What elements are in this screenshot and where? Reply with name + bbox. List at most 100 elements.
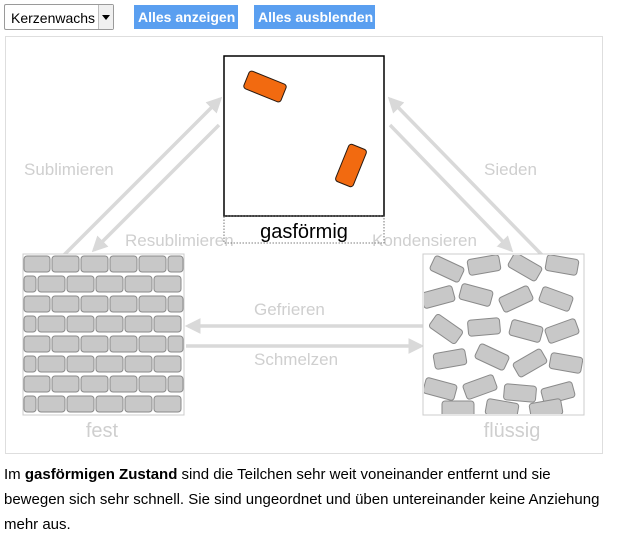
liquid-particle	[498, 285, 534, 313]
gas-particle	[243, 70, 287, 103]
sublimieren-label: Sublimieren	[24, 160, 114, 179]
solid-particle	[37, 355, 66, 373]
phase-diagram-svg: Sublimieren Resublimieren Sieden Kondens…	[22, 55, 585, 442]
liquid-particle	[462, 374, 498, 400]
liquid-particle	[467, 317, 501, 337]
liquid-state[interactable]: flüssig	[420, 252, 585, 442]
sieden-arrow[interactable]	[387, 96, 544, 257]
liquid-particle	[424, 377, 458, 401]
solid-particle	[95, 395, 124, 413]
gefrieren-label: Gefrieren	[254, 300, 325, 319]
solid-particle	[37, 395, 66, 413]
liquid-particle	[432, 348, 468, 370]
transition-arrows	[62, 96, 544, 354]
resublimieren-label: Resublimieren	[125, 231, 234, 250]
solid-particle	[124, 275, 153, 293]
hide-all-button[interactable]: Alles ausblenden	[254, 5, 375, 29]
solid-particle	[23, 355, 37, 373]
kondensieren-arrow[interactable]	[388, 123, 514, 253]
sieden-label: Sieden	[484, 160, 537, 179]
solid-particle	[80, 335, 109, 353]
solid-particle	[109, 375, 138, 393]
schmelzen-label: Schmelzen	[254, 350, 338, 369]
liquid-particle	[458, 283, 494, 307]
toolbar: Kerzenwachs Alles anzeigen Alles ausblen…	[4, 4, 604, 30]
solid-particle	[37, 275, 66, 293]
liquid-particle	[466, 255, 502, 276]
description-text: Im gasförmigen Zustand sind die Teilchen…	[4, 462, 604, 537]
solid-particle	[153, 395, 182, 413]
solid-particles	[23, 255, 184, 413]
substance-select-value: Kerzenwachs	[11, 10, 96, 26]
liquid-particle	[548, 352, 583, 374]
solid-particle	[23, 395, 37, 413]
resublimieren-arrow[interactable]	[91, 123, 221, 253]
solid-particle	[51, 375, 80, 393]
liquid-particle	[474, 343, 510, 371]
liquid-particle	[484, 398, 520, 414]
liquid-particle	[508, 319, 544, 343]
gas-state-label: gasförmig	[260, 221, 348, 243]
solid-particle	[153, 275, 182, 293]
description-bold: gasförmigen Zustand	[24, 466, 178, 483]
solid-state[interactable]: fest	[22, 253, 185, 442]
show-all-button[interactable]: Alles anzeigen	[134, 5, 238, 29]
description-prefix: Im	[4, 466, 25, 483]
sublimieren-arrow[interactable]	[62, 96, 223, 257]
solid-particle	[109, 255, 138, 273]
solid-particle	[66, 355, 95, 373]
solid-particle	[167, 255, 184, 273]
solid-particle	[66, 395, 95, 413]
solid-particle	[23, 315, 37, 333]
liquid-particle	[538, 286, 574, 312]
solid-particle	[66, 315, 95, 333]
solid-particle	[124, 315, 153, 333]
solid-particle	[51, 255, 80, 273]
solid-particle	[138, 255, 167, 273]
liquid-particle	[429, 255, 465, 283]
liquid-particle	[441, 400, 475, 414]
solid-particle	[138, 295, 167, 313]
solid-particle	[95, 315, 124, 333]
solid-particle	[95, 275, 124, 293]
solid-particle	[153, 315, 182, 333]
solid-particle	[66, 275, 95, 293]
solid-particle	[109, 295, 138, 313]
solid-particle	[23, 375, 51, 393]
gas-state[interactable]: gasförmig	[223, 55, 385, 244]
solid-particle	[23, 255, 51, 273]
liquid-particle	[424, 285, 456, 309]
liquid-particle	[528, 398, 564, 414]
phase-diagram: Sublimieren Resublimieren Sieden Kondens…	[5, 36, 603, 454]
solid-particle	[167, 335, 184, 353]
solid-particle	[138, 335, 167, 353]
solid-state-label: fest	[86, 420, 119, 442]
liquid-particle	[428, 313, 464, 345]
solid-particle	[51, 335, 80, 353]
solid-particle	[124, 395, 153, 413]
description-suffix: sind die Teilchen sehr weit voneinander …	[4, 466, 600, 533]
solid-particle	[80, 295, 109, 313]
solid-particle	[167, 375, 184, 393]
solid-particle	[124, 355, 153, 373]
solid-particle	[51, 295, 80, 313]
gas-state-label-frame	[223, 215, 385, 244]
solid-particle	[23, 335, 51, 353]
liquid-particle	[512, 348, 548, 378]
liquid-particle	[544, 318, 580, 344]
solid-particle	[37, 315, 66, 333]
solid-particle	[138, 375, 167, 393]
liquid-particle	[503, 383, 537, 403]
solid-particle	[153, 355, 182, 373]
liquid-particle	[544, 255, 580, 276]
solid-particle	[109, 335, 138, 353]
liquid-particles	[424, 255, 583, 414]
solid-particle	[167, 295, 184, 313]
substance-select[interactable]: Kerzenwachs	[4, 4, 114, 30]
chevron-down-icon	[98, 5, 113, 29]
solid-particle	[23, 295, 51, 313]
gas-particle	[335, 143, 367, 188]
solid-particle	[80, 255, 109, 273]
liquid-state-label: flüssig	[484, 420, 541, 442]
kondensieren-label: Kondensieren	[372, 231, 477, 250]
